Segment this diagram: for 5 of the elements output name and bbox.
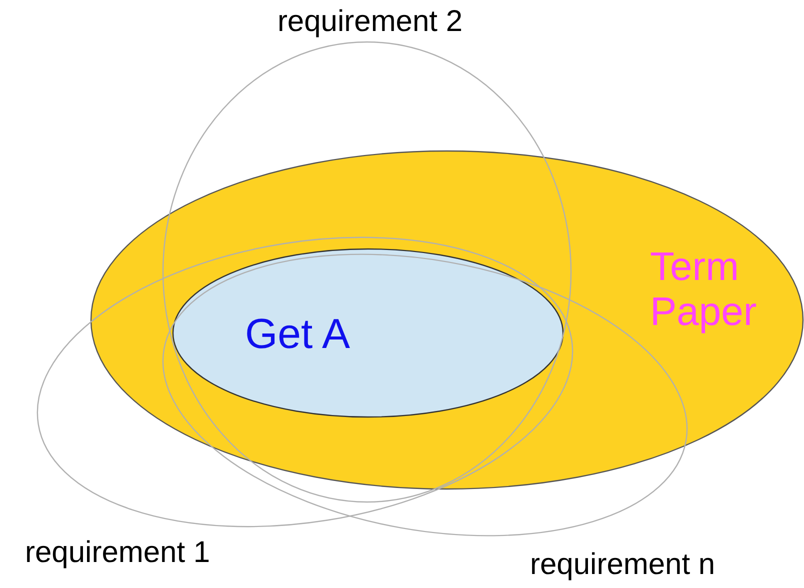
- set-label: requirement 2: [276, 5, 464, 39]
- set-label: requirement n: [530, 548, 716, 582]
- set-label: Get A: [245, 310, 352, 358]
- set-label: Term Paper: [650, 245, 758, 335]
- set-label: requirement 1: [25, 536, 212, 570]
